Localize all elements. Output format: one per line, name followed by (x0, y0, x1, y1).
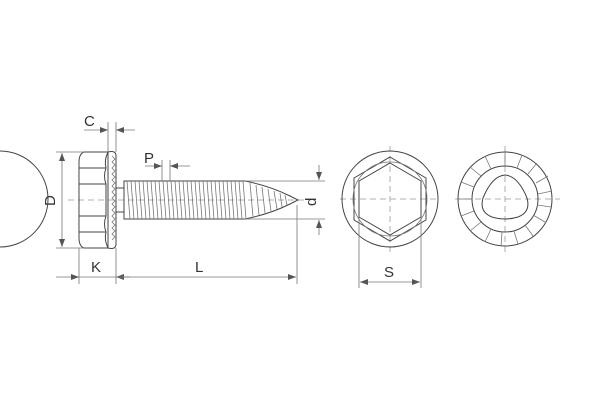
label-S: S (384, 264, 394, 281)
hex-head (78, 151, 109, 249)
label-K: K (91, 259, 101, 276)
dimension-C: C (84, 113, 135, 152)
dimension-S: S (358, 217, 422, 288)
dimension-K-L: K L (56, 205, 298, 284)
trilobular-section (481, 174, 529, 220)
hex-outer (353, 156, 427, 242)
dimension-d: d (245, 165, 325, 235)
flange-outline (0, 150, 49, 248)
label-D: D (42, 195, 59, 206)
head-top-view: S (0, 146, 439, 288)
label-P: P (144, 150, 154, 167)
label-C: C (84, 113, 95, 130)
threaded-shank (123, 180, 300, 220)
dimension-P: P (144, 150, 190, 181)
serration-teeth (458, 152, 553, 247)
dimension-D: D (42, 151, 84, 249)
hex-inner (358, 162, 422, 236)
bearing-circle (352, 161, 428, 237)
label-L: L (195, 259, 203, 276)
side-view: C P D d (42, 113, 325, 284)
flange-bottom-view (455, 146, 560, 254)
label-d: d (303, 198, 320, 206)
serrated-flange (107, 151, 117, 249)
